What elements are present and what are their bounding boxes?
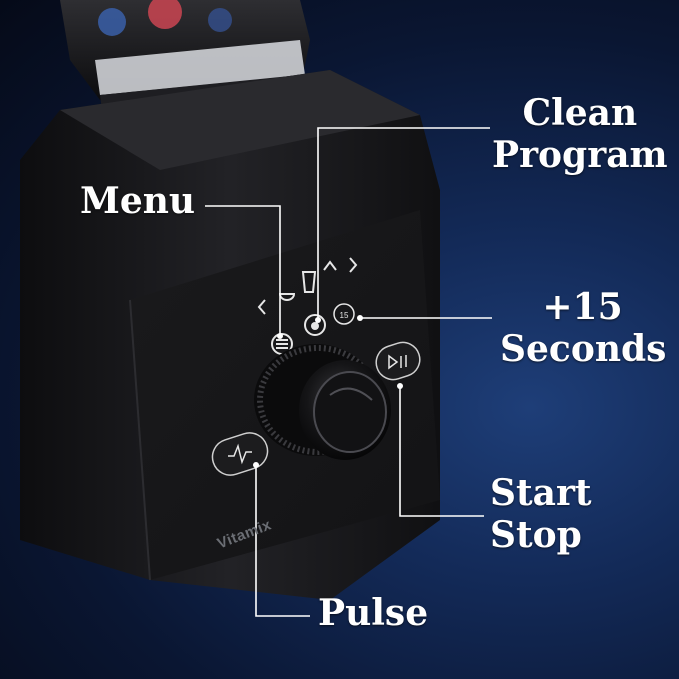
callout-dots bbox=[253, 315, 403, 468]
chevron-right-icon bbox=[349, 257, 358, 273]
start-label-line1: Start bbox=[490, 472, 592, 514]
display-icons bbox=[257, 257, 358, 315]
menu-label: Menu bbox=[80, 180, 195, 222]
smoothie-icon bbox=[301, 271, 317, 293]
timer-text: 15 bbox=[340, 311, 349, 320]
raspberry bbox=[148, 0, 182, 29]
pulse-callout-line bbox=[255, 466, 310, 617]
blueberry bbox=[98, 8, 126, 36]
pulse-icon bbox=[228, 443, 252, 465]
clean-label-line1: Clean bbox=[522, 92, 638, 134]
start-stop-label: Start Stop bbox=[490, 472, 592, 556]
clean-program-label: Clean Program bbox=[492, 92, 668, 176]
plus-label-line2: Seconds bbox=[500, 328, 667, 370]
pulse-label: Pulse bbox=[318, 592, 428, 634]
chevron-left-icon bbox=[257, 299, 266, 315]
plus-label-line1: +15 bbox=[542, 286, 623, 328]
start-stop-button[interactable] bbox=[372, 338, 424, 384]
plus-15-seconds-label: +15 Seconds bbox=[500, 286, 667, 370]
start-label-line2: Stop bbox=[490, 514, 582, 556]
clean-callout-line bbox=[317, 127, 490, 318]
blueberry bbox=[208, 8, 232, 32]
callout-lines bbox=[205, 127, 492, 617]
plus-15-icon[interactable]: 15 bbox=[333, 303, 355, 325]
smoothie-icon-2 bbox=[323, 260, 337, 271]
play-pause-icon bbox=[388, 354, 399, 370]
blender-base bbox=[20, 70, 440, 600]
menu-callout-line bbox=[205, 205, 281, 334]
speed-dial-knob[interactable] bbox=[254, 344, 391, 460]
pulse-label-text: Pulse bbox=[318, 592, 429, 634]
clean-icon[interactable] bbox=[304, 314, 326, 336]
start-callout-line bbox=[399, 386, 484, 517]
menu-label-text: Menu bbox=[80, 180, 196, 222]
clean-label-line2: Program bbox=[492, 134, 668, 176]
